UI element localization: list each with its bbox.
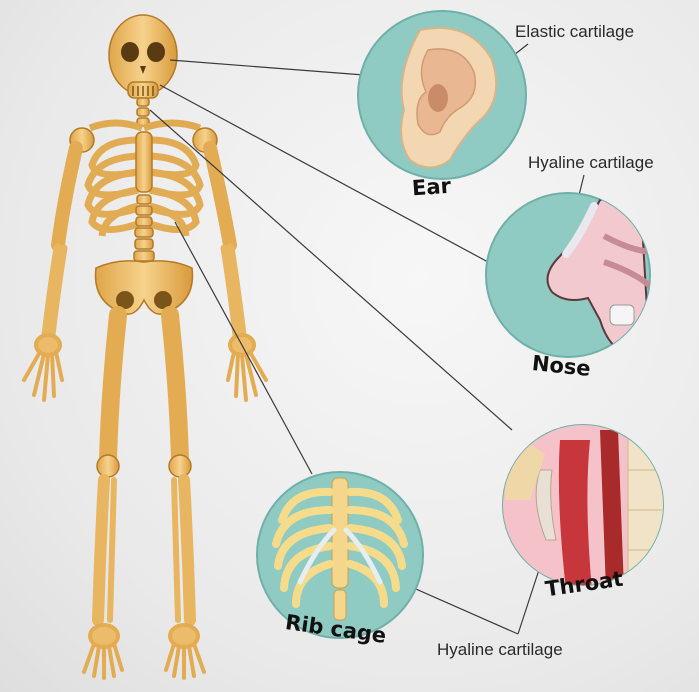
feet <box>84 625 204 678</box>
label-hyaline-cartilage-bottom: Hyaline cartilage <box>437 640 563 660</box>
ear-circle <box>358 11 526 179</box>
label-elastic-cartilage: Elastic cartilage <box>515 22 634 42</box>
skeleton <box>24 15 266 678</box>
legs <box>97 315 191 620</box>
connector-ribcage <box>175 222 312 474</box>
skull <box>109 15 177 98</box>
trachea <box>559 440 592 590</box>
hands <box>24 335 266 400</box>
connector-ear <box>170 60 364 75</box>
pelvis <box>96 261 193 314</box>
nose-circle <box>486 190 650 360</box>
throat-circle <box>500 420 670 590</box>
ear-title: Ear <box>411 174 451 201</box>
ribcage-circle <box>257 472 423 638</box>
label-hyaline-cartilage-nose: Hyaline cartilage <box>528 153 654 173</box>
